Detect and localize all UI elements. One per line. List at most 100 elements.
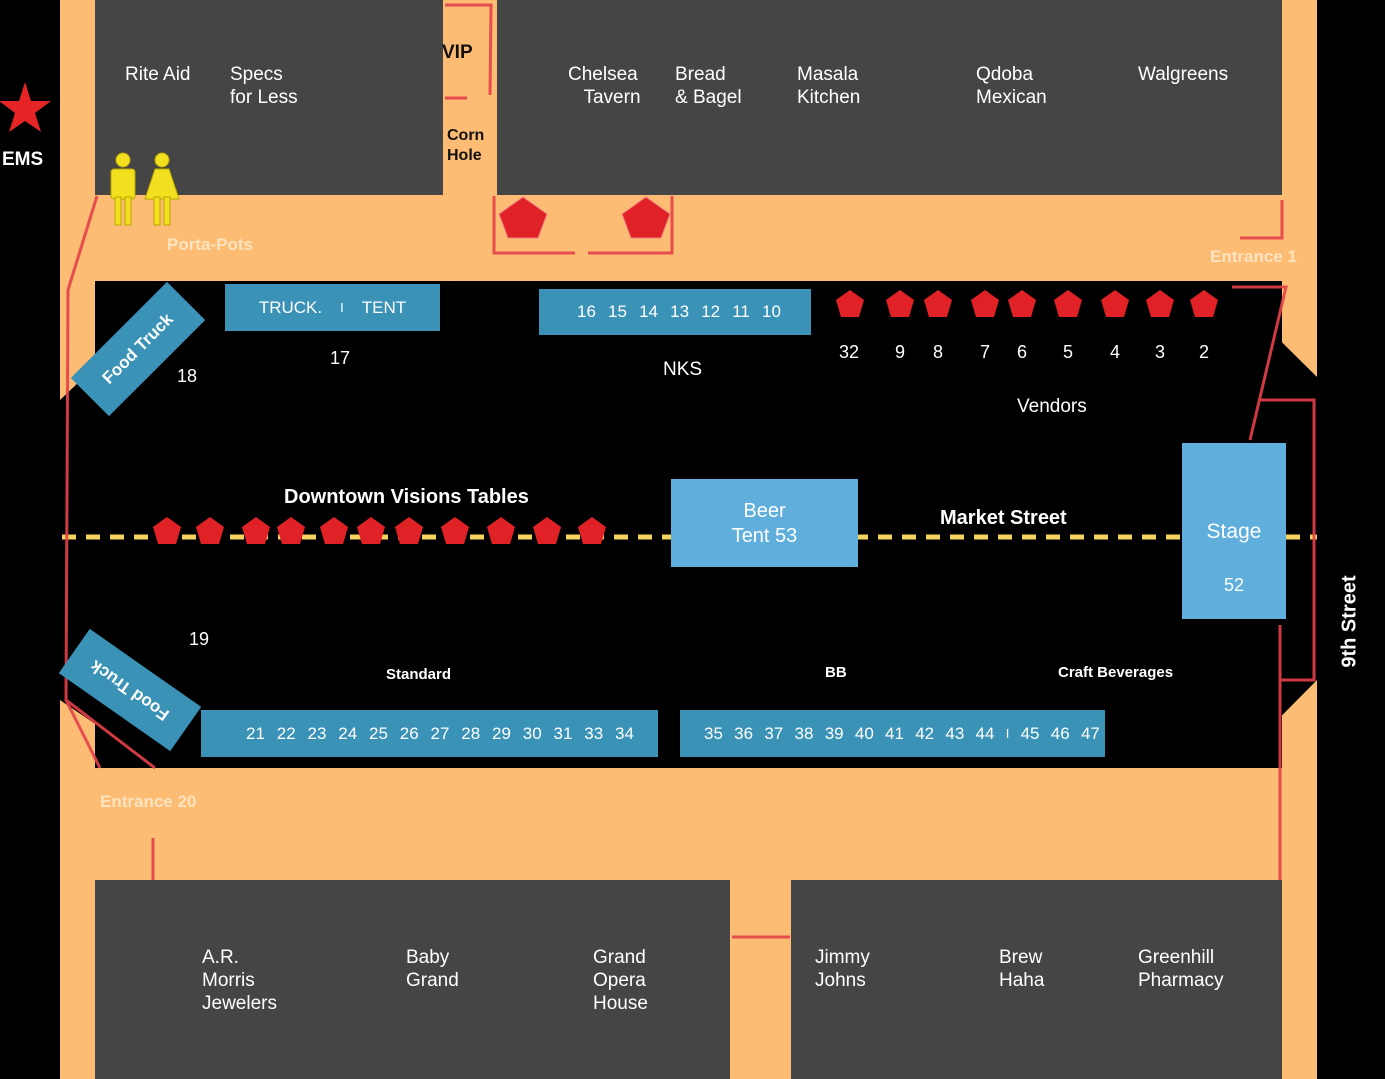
booth-number: 43	[945, 723, 965, 743]
vendor-number: 8	[933, 342, 944, 362]
porta-pots-label: Porta-Pots	[167, 235, 253, 254]
booth-number: 35	[704, 723, 723, 743]
building-label-rite-aid: Rite Aid	[125, 64, 191, 85]
building-top-row	[497, 0, 1282, 195]
marker-icon	[971, 290, 999, 317]
booth-number: 12	[701, 302, 721, 321]
booth-number: 42	[915, 723, 935, 743]
marker-icon	[1008, 290, 1036, 317]
nks-label: NKS	[663, 359, 703, 380]
booth-number: 25	[369, 723, 388, 743]
building-label-bread-bagel: Bread & Bagel	[675, 64, 742, 108]
south-alley	[730, 880, 791, 1079]
marker-icon	[357, 517, 385, 544]
truck-tent-booth: TRUCK. I TENT	[225, 284, 440, 331]
top-sidewalk	[60, 195, 1317, 281]
building-bottom-left	[95, 880, 730, 1079]
building-label-jimmy-johns: Jimmy Johns	[815, 947, 870, 991]
corn-hole-label: Corn Hole	[447, 127, 485, 164]
building-label-ar-morris: A.R. Morris Jewelers	[202, 947, 277, 1014]
booth-number: 34	[615, 723, 634, 743]
vip-label: VIP	[442, 42, 473, 63]
booth-number: 22	[276, 723, 296, 743]
marker-icon	[196, 517, 224, 544]
vendors-label: Vendors	[1017, 396, 1087, 417]
restroom-icon	[110, 152, 180, 226]
marker-icon	[487, 517, 515, 544]
marker-icon	[395, 517, 423, 544]
booth-number: 10	[762, 302, 781, 321]
booth-number: 11	[732, 302, 750, 321]
spot-18-label: 18	[177, 366, 198, 386]
booth-number: 30	[522, 723, 542, 743]
booth-number: 36	[734, 723, 754, 743]
entrance-20-label: Entrance 20	[100, 792, 197, 811]
building-label-brew-haha: Brew Haha	[999, 947, 1045, 991]
building-label-qdoba: Qdoba Mexican	[976, 64, 1047, 108]
nks-booth-row: 16 15 14 13 12 11 10	[539, 289, 811, 335]
marker-icon	[886, 290, 914, 317]
booth-number: 28	[461, 723, 481, 743]
marker-icon	[1101, 290, 1129, 317]
building-label-specs: Specs for Less	[230, 64, 298, 108]
booth-number: 38	[794, 723, 814, 743]
building-label-masala: Masala Kitchen	[797, 64, 861, 108]
marker-icon	[153, 517, 181, 544]
booth-number: 44	[975, 723, 995, 743]
craft-section-label: Craft Beverages	[1058, 664, 1174, 681]
booth-number: 15	[608, 302, 627, 321]
booth-number: 39	[824, 723, 844, 743]
marker-icon	[242, 517, 270, 544]
booth-number: 29	[492, 723, 511, 743]
booth-number: 27	[430, 723, 450, 743]
marker-icon	[1054, 290, 1082, 317]
booth-number: 26	[399, 723, 419, 743]
building-label-grand-opera: Grand Opera House	[593, 947, 648, 1014]
booth-number: 46	[1050, 723, 1070, 743]
bottom-sidewalk	[60, 768, 1317, 880]
marker-icon	[924, 290, 952, 317]
marker-icon	[1190, 290, 1218, 317]
bb-section-label: BB	[825, 664, 847, 681]
building-label-chelsea-tavern: Chelsea Tavern	[568, 64, 641, 108]
booth-number: 16	[577, 302, 596, 321]
vendor-number: 3	[1155, 342, 1166, 362]
booth-number: 14	[639, 302, 659, 321]
building-label-greenhill: Greenhill Pharmacy	[1138, 947, 1224, 991]
booth-number: 40	[854, 723, 874, 743]
9th-street-label: 9th Street	[1338, 575, 1361, 668]
event-boundary	[64, 3, 1316, 939]
downtown-visions-label: Downtown Visions Tables	[284, 486, 529, 508]
vendor-number: 6	[1017, 342, 1028, 362]
booth-number: 13	[670, 302, 690, 321]
booth-number: 24	[338, 723, 358, 743]
ems-label: EMS	[2, 149, 44, 170]
vendor-number: 2	[1199, 342, 1210, 362]
vendor-number: 32	[839, 342, 860, 362]
booth-number: I	[1005, 726, 1010, 741]
marker-icon	[277, 517, 305, 544]
booth-number: 23	[307, 723, 327, 743]
spot-19-label: 19	[189, 629, 210, 649]
booth-number: 33	[584, 723, 604, 743]
truck-tent-number: 17	[330, 348, 351, 368]
booth-number: 47	[1080, 723, 1100, 743]
vendor-number: 7	[980, 342, 991, 362]
vendor-number: 5	[1063, 342, 1074, 362]
marker-icon	[621, 196, 671, 239]
ems-star-icon	[0, 82, 51, 132]
booth-number: 37	[764, 723, 784, 743]
building-rite-aid-specs	[95, 0, 443, 195]
booth-number: 21	[246, 723, 265, 743]
marker-icon	[498, 196, 548, 239]
marker-icon	[441, 517, 469, 544]
marker-icon	[533, 517, 561, 544]
marker-icon	[578, 517, 606, 544]
beer-tent-53: Beer Tent 53	[671, 479, 858, 567]
stage-52: Stage 52	[1182, 443, 1286, 619]
booth-number: 41	[885, 723, 904, 743]
building-label-walgreens: Walgreens	[1138, 64, 1229, 85]
